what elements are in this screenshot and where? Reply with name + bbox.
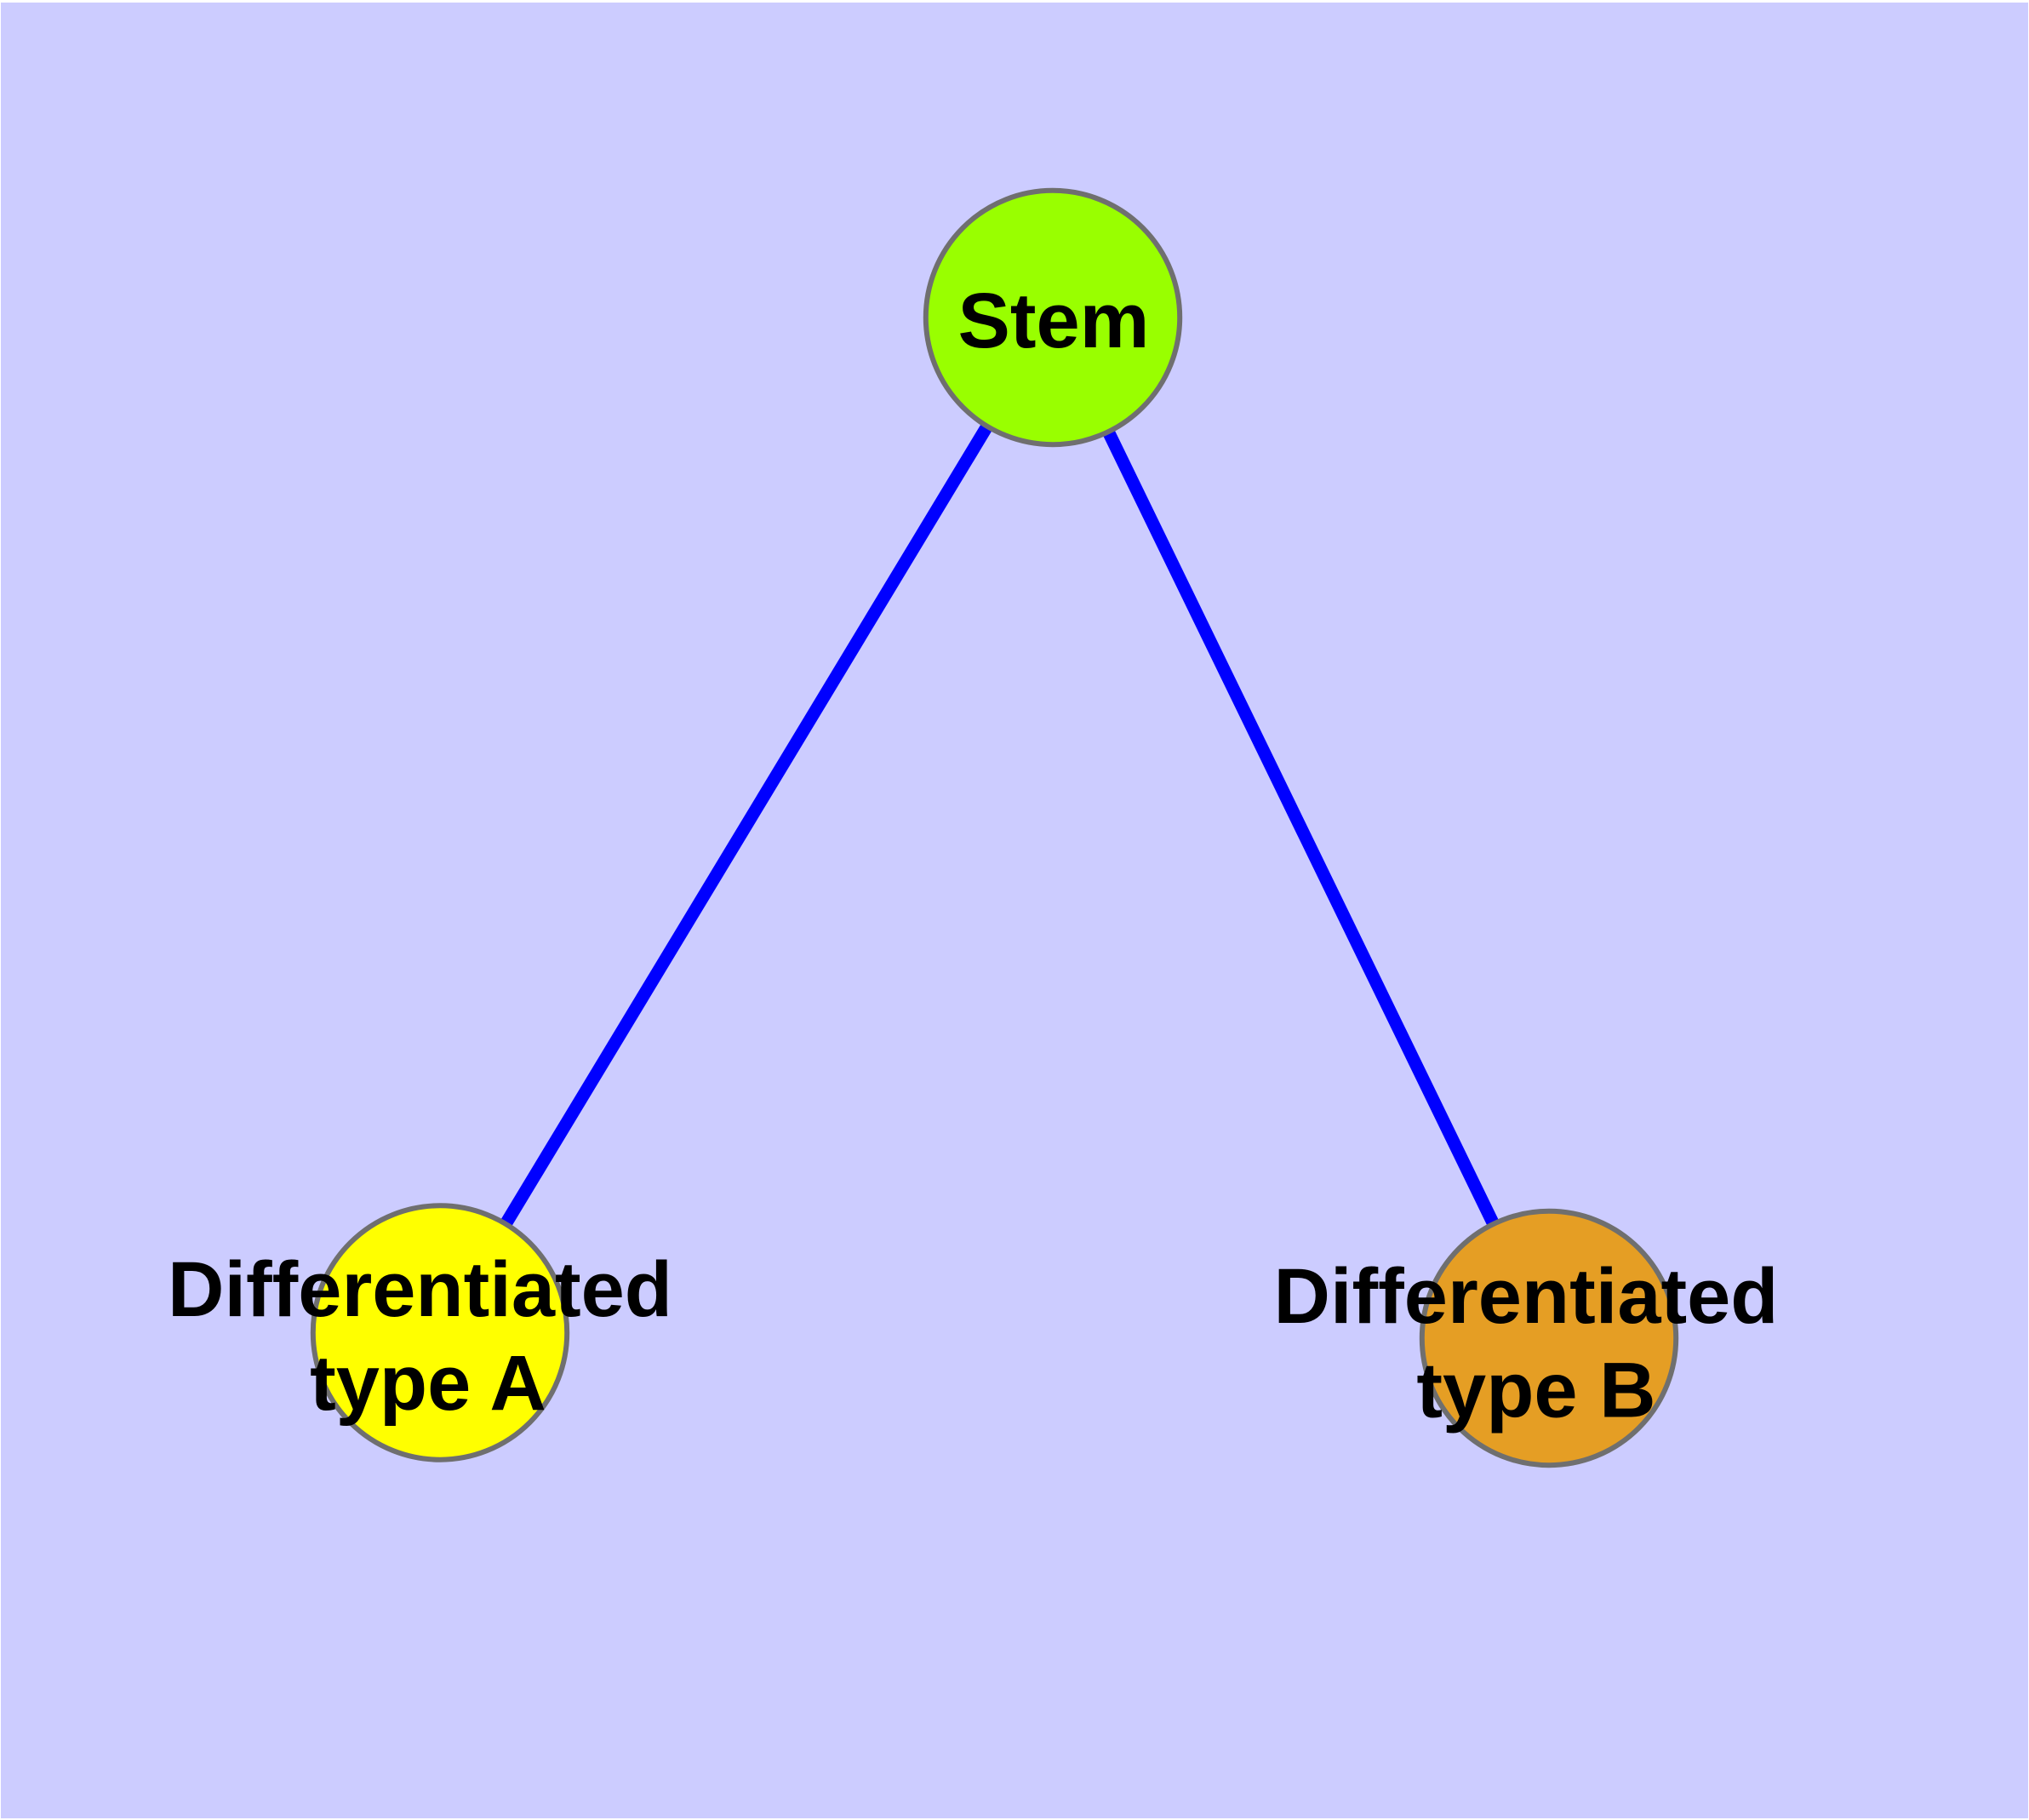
svg-text:type A: type A (310, 1340, 546, 1427)
svg-text:Stem: Stem (958, 278, 1150, 364)
svg-text:type B: type B (1416, 1348, 1655, 1434)
svg-text:Differentiated: Differentiated (1274, 1253, 1779, 1340)
svg-text:Differentiated: Differentiated (168, 1246, 672, 1333)
